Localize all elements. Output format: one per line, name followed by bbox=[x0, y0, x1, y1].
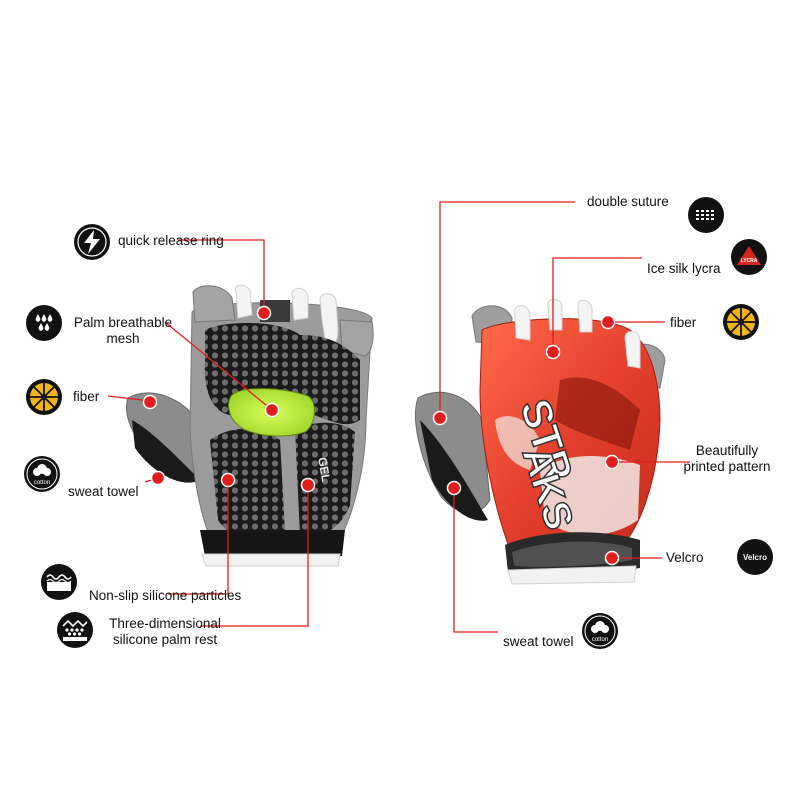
brand-print-top: STR bbox=[511, 393, 582, 487]
right-glove-back: STR AKS bbox=[415, 298, 666, 585]
velcro-icon: Velcro bbox=[737, 539, 773, 575]
label-non-slip: Non-slip silicone particles bbox=[89, 588, 242, 603]
svg-text:Velcro: Velcro bbox=[743, 553, 767, 562]
label-quick-release-ring: quick release ring bbox=[118, 233, 224, 248]
label-sweat-towel-left: sweat towel bbox=[68, 484, 139, 499]
label-sweat-towel-right: sweat towel bbox=[503, 634, 574, 649]
label-palm-breathable-line1: Palm breathable bbox=[73, 315, 173, 330]
stitch-icon bbox=[688, 197, 724, 233]
label-three-dim-line1: Three-dimensional bbox=[109, 616, 221, 631]
label-palm-breathable-line2: mesh bbox=[106, 331, 140, 346]
wave-icon bbox=[41, 564, 77, 600]
left-glove-palm: GEL bbox=[126, 284, 374, 567]
water-drops-icon bbox=[26, 305, 62, 341]
label-three-dimensional: Three-dimensional silicone palm rest bbox=[100, 616, 230, 648]
svg-text:LYCRA: LYCRA bbox=[741, 258, 758, 264]
leader-dots bbox=[142, 305, 620, 566]
label-ice-silk-lycra: Ice silk lycra bbox=[647, 261, 721, 276]
svg-text:cotton: cotton bbox=[592, 637, 608, 643]
label-velcro: Velcro bbox=[666, 550, 704, 565]
label-fiber-right: fiber bbox=[670, 315, 697, 330]
lycra-icon: LYCRA bbox=[731, 239, 767, 275]
label-printed-line1: Beautifully bbox=[695, 443, 759, 458]
lightning-icon bbox=[74, 224, 110, 260]
cotton-icon-left: cotton bbox=[24, 456, 60, 492]
label-double-suture: double suture bbox=[587, 194, 669, 209]
label-printed-line2: printed pattern bbox=[683, 459, 771, 474]
fiber-icon bbox=[26, 379, 62, 415]
cotton-icon-right: cotton bbox=[582, 613, 618, 649]
gel-print: GEL bbox=[315, 456, 333, 483]
svg-text:cotton: cotton bbox=[34, 480, 50, 486]
fiber-icon-right bbox=[723, 304, 759, 340]
label-palm-breathable: Palm breathable mesh bbox=[68, 315, 178, 347]
label-fiber-left: fiber bbox=[73, 389, 100, 404]
cushion-icon bbox=[57, 612, 93, 648]
label-printed-pattern: Beautifully printed pattern bbox=[672, 443, 782, 475]
label-three-dim-line2: silicone palm rest bbox=[112, 632, 218, 647]
